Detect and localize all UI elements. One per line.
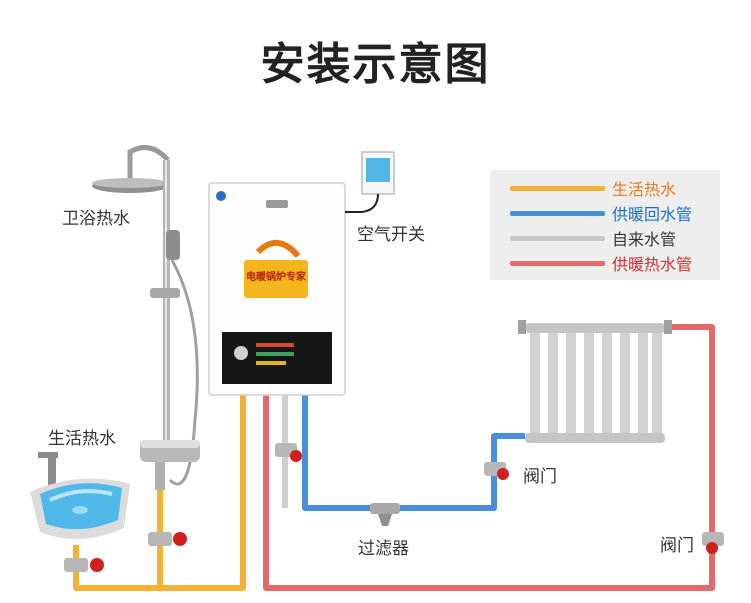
legend-label: 供暖回水管: [612, 205, 693, 224]
legend-swatch: [510, 211, 605, 216]
legend-swatch: [510, 186, 605, 191]
heating-supply-pipe: [263, 324, 715, 591]
legend-item-hot-water: 生活热水: [510, 176, 720, 199]
legend-item-tap-water: 自来水管: [510, 226, 720, 249]
shower-set: [92, 145, 200, 490]
valve-label-radiator: 阀门: [523, 467, 557, 487]
valve-icon: [275, 443, 302, 462]
wash-basin: [30, 452, 130, 540]
valve-icon: [64, 558, 104, 572]
legend-label: 供暖热水管: [612, 255, 693, 274]
legend-swatch: [510, 261, 605, 266]
valve-label-right: 阀门: [660, 536, 694, 556]
basin-label: 生活热水: [48, 429, 116, 449]
air-switch-label: 空气开关: [357, 225, 425, 245]
page-title: 安装示意图: [260, 39, 491, 90]
legend-item-return: 供暖回水管: [510, 201, 720, 224]
legend-swatch: [510, 236, 605, 241]
valve-icon: [702, 532, 724, 554]
boiler-sticker-text: 电暖锅炉专家: [246, 272, 306, 283]
shower-label: 卫浴热水: [62, 209, 130, 229]
legend-label: 自来水管: [612, 230, 677, 249]
legend: 生活热水 供暖回水管 自来水管 供暖热水管: [490, 170, 720, 280]
valve-icon: [484, 462, 509, 480]
legend-label: 生活热水: [612, 180, 677, 199]
legend-item-supply: 供暖热水管: [510, 251, 720, 274]
radiator: [518, 320, 672, 443]
filter-device: [370, 503, 400, 526]
electric-boiler: [208, 182, 346, 396]
heating-return-pipe: [302, 390, 525, 511]
filter-label: 过滤器: [358, 539, 409, 559]
air-switch-box: [345, 151, 395, 213]
valve-icon: [148, 532, 187, 546]
